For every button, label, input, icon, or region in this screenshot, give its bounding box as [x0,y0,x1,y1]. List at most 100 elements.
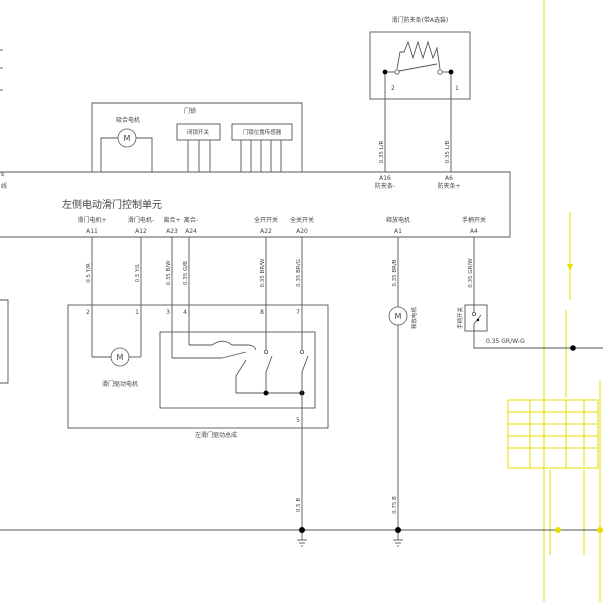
wire-label-a11: 0.5 Y/R [86,263,92,283]
motor-lead [136,137,153,172]
junction-dot [299,527,305,533]
drive-motor-label: 滑门驱动电机 [102,380,138,388]
drive-assembly-label: 左滑门驱动总成 [195,431,237,439]
annotation-arrow-icon [567,264,573,271]
wire-label-a22: 0.35 BR/W [260,258,266,287]
annotation-dot [597,527,603,533]
pin-id-a6: A6 [445,175,453,182]
pin-number: 5 [296,417,300,424]
pin-id-a12: A12 [135,228,147,235]
junction-dot [570,345,576,351]
pin-label-a16: 防夹条- [375,182,395,190]
motor-symbol: M [124,134,131,143]
junction-dot [263,390,269,396]
pin-number: 4 [183,309,187,316]
lock-switch-label: 闭锁开关 [187,128,210,136]
motor-symbol: M [395,312,402,321]
drive-ground: 0.5 B [296,372,307,547]
clutch-lever [211,340,257,351]
wire-label-release-ground: 0.75 B [392,496,398,514]
contact-terminal [394,69,400,75]
ground-bus [0,527,603,533]
contact-terminal [299,349,304,354]
pin-label-a12: 滑门电机- [128,216,154,224]
control-unit-title: 左侧电动滑门控制单元 [62,198,162,211]
wire-label-a12: 0.5 Y/L [135,263,141,283]
left-connector-box [0,299,9,384]
wire-label-a23: 0.35 B/W [166,260,172,286]
wire-label-a16: 0.35 L/R [379,140,385,163]
anti-pinch-strip: 滑门防夹条(带A选装) 2 1 0.35 L/R 0.35 L/B [369,16,471,172]
drive-assembly: 2 1 3 4 8 7 5 M 滑门驱动电机 左滑门驱动总成 [67,304,329,439]
contact-terminal [437,69,443,75]
wire-label-a1: 0.35 BR/B [392,259,398,286]
motor-icon [110,347,130,367]
resistor-zigzag-icon [396,40,441,70]
lock-assembly-label: 门锁 [184,107,196,115]
junction-dot [476,318,480,322]
position-switch-blade [265,355,273,373]
pin-number: 7 [296,309,300,316]
clutch-lever [221,351,247,359]
cinch-motor-label: 吸合电机 [116,116,140,124]
left-edge-label: E [1,171,5,178]
pin-id-a22: A22 [260,228,272,235]
release-motor-label: 释放电机 [410,307,418,330]
wire-handle-to-bus [473,331,603,349]
harness-wires: 0.5 Y/R 0.5 Y/L 0.35 B/W 0.35 G/B 0.35 B… [86,237,475,358]
pin-number: 1 [135,309,139,316]
anti-pinch-strip-box [369,31,471,100]
wire-label-a6: 0.35 L/B [445,140,451,163]
annotation-dot [555,527,561,533]
pin-id-a23: A23 [166,228,178,235]
pin-label-a20: 全关开关 [290,216,314,224]
junction-dot [395,527,401,533]
left-edge-fragments: E 线 [0,49,9,384]
pin-id-a20: A20 [296,228,308,235]
motor-lead [100,137,118,172]
junction-dot [448,69,454,75]
annotation-table [507,399,599,469]
lock-switch-box [176,123,221,141]
wire-label-a24: 0.35 G/B [183,261,189,285]
pin-number: 3 [166,309,170,316]
pin-label-a22: 全开开关 [254,216,278,224]
switch-blade [398,63,438,72]
pin-id-a4: A4 [470,228,478,235]
motor-symbol: M [117,353,124,362]
position-switch-blade [301,355,309,373]
clutch-switch-box [159,331,316,409]
wire-label-a4: 0.35 GR/W [468,258,474,288]
wire-label-handle-to-bus: 0.35 GR/W-G [486,338,525,345]
control-unit: 左侧电动滑门控制单元 A16 防夹条- A6 防夹条+ 滑门电机+ A11 滑门… [0,171,511,238]
lock-assembly: 门锁 吸合电机 M 闭锁开关 门锁位置传感器 [91,102,303,172]
lock-assembly-outline [91,102,303,172]
control-unit-outline [0,171,511,238]
pin-id-a24: A24 [185,228,197,235]
left-edge-label: 线 [1,182,7,190]
drive-assembly-outline [67,304,329,429]
lock-sensor-box [231,123,293,141]
pin-label-a1: 释放电机 [386,216,410,224]
wire-label-a20: 0.35 BR/G [296,259,302,287]
pin-id-a11: A11 [86,228,98,235]
pin-number: 2 [86,309,90,316]
pin-number: 1 [455,85,459,92]
handle-switch: 手柄开关 0.35 GR/W-G [456,304,603,351]
position-switch-blade [235,359,247,377]
pin-id-a16: A16 [379,175,391,182]
handle-switch-box [464,304,488,332]
pin-label-a23: 离合+ [163,216,180,224]
junction-dot [382,69,388,75]
lock-sensor-label: 门锁位置传感器 [243,128,282,136]
contact-terminal [263,349,268,354]
annotation-layer [507,0,601,602]
contact-terminal [471,311,476,316]
pin-label-a6: 防夹条+ [437,182,460,190]
pin-id-a1: A1 [394,228,402,235]
wire-label-drive-ground: 0.5 B [296,498,302,512]
pin-label-a11: 滑门电机+ [77,216,106,224]
